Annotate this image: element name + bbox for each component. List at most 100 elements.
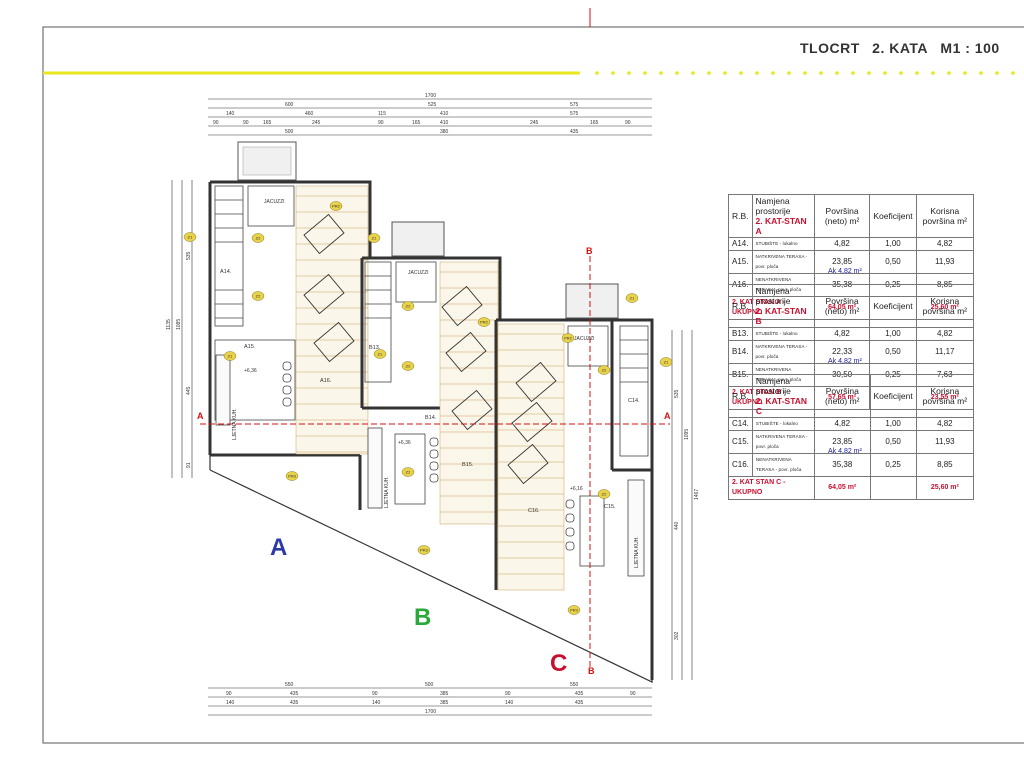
tbl-b-area-header: Površina (neto) m²: [813, 284, 871, 328]
marker-badge: [285, 471, 299, 481]
jacuzzi-b: JACUZZI: [408, 270, 429, 276]
tbl-a-area-header: Površina (neto) m²: [813, 194, 871, 238]
table-row: C16.NENATKRIVENA TERASA - povr. ploča 35…: [728, 453, 975, 477]
accent-dot: [803, 71, 807, 75]
accent-dot: [819, 71, 823, 75]
marker-badge-label: Z1: [228, 354, 233, 359]
unit-a-interior: [214, 185, 296, 426]
dim-bot-550a: 550: [285, 682, 294, 688]
marker-badge-label: PR3: [570, 608, 579, 613]
dim-top-600: 600: [285, 102, 294, 108]
accent-dot: [707, 71, 711, 75]
unit-a-walls: [208, 180, 372, 510]
dim-left-1135: 1135: [166, 319, 172, 330]
dim-right-1095: 1095: [684, 429, 690, 440]
section-markers: A A B B: [197, 246, 671, 676]
dim-top-115: 115: [378, 111, 386, 117]
marker-badge: [367, 233, 381, 243]
accent-dot: [675, 71, 679, 75]
marker-badge: [417, 545, 431, 555]
section-b-top: B: [586, 246, 593, 256]
accent-dot: [899, 71, 903, 75]
unit-c-roof-block: [565, 283, 619, 319]
marker-badge-label: PR3: [420, 548, 429, 553]
tbl-a-useful-header: Korisna površina m²: [915, 194, 975, 238]
dim-top-165a: 165: [263, 120, 272, 126]
dim-top-380: 380: [440, 129, 449, 135]
dim-right-1467: 1467: [694, 489, 700, 500]
unit-c-label: C: [550, 650, 568, 677]
tbl-b-useful-header: Korisna površina m²: [915, 284, 975, 328]
level-b: +6,36: [398, 440, 411, 446]
marker-badge: [477, 317, 491, 327]
marker-badge: [401, 361, 415, 371]
dim-bot-385b: 385: [440, 700, 449, 706]
section-a-left: A: [197, 411, 204, 421]
ak-b: Ak 4,82 m²: [828, 358, 862, 365]
accent-dot: [739, 71, 743, 75]
marker-badge-label: Z1: [630, 296, 635, 301]
room-a14: A14.: [220, 269, 232, 275]
marker-badge-label: Z1: [378, 352, 383, 357]
marker-badge-label: Z2: [602, 368, 607, 373]
unit-b-label: B: [414, 604, 432, 631]
accent-dot: [755, 71, 759, 75]
dim-bot-140b: 140: [372, 700, 381, 706]
sun-loungers: [303, 213, 557, 485]
dim-top-90d: 90: [625, 120, 631, 126]
level-a: +6,36: [244, 368, 257, 374]
section-b-bottom: B: [588, 666, 595, 676]
accent-dot: [659, 71, 663, 75]
tbl-a-coef-header: Koeficijent: [869, 194, 917, 238]
floor-plan: 1700 600 525 575 140 460 115 410 575 90 …: [166, 93, 700, 716]
sheet-frame: [42, 26, 1024, 744]
dim-bot-140a: 140: [226, 700, 235, 706]
accent-dot: [691, 71, 695, 75]
room-a16: A16.: [320, 378, 332, 384]
unit-c-wood-deck: [497, 323, 565, 591]
marker-badge-label: Z2: [406, 304, 411, 309]
unit-a-roof-block: [237, 141, 297, 181]
dim-bot-500: 500: [425, 682, 434, 688]
title-scale: M1 : 100: [940, 40, 1000, 56]
dim-bot-90d: 90: [630, 691, 636, 697]
dim-top-165b: 165: [412, 120, 421, 126]
accent-dot: [771, 71, 775, 75]
dimension-lines-bottom: [208, 687, 652, 716]
dim-bot-385: 385: [440, 691, 449, 697]
marker-badge-label: Z1: [188, 235, 193, 240]
accent-dot: [787, 71, 791, 75]
dim-left-1085: 1085: [176, 319, 182, 330]
dim-bot-435c: 435: [290, 700, 299, 706]
dim-top-165c: 165: [590, 120, 599, 126]
dim-bot-550b: 550: [570, 682, 579, 688]
room-b14: B14.: [425, 415, 437, 421]
dim-bot-140c: 140: [505, 700, 514, 706]
dim-top-140: 140: [226, 111, 235, 117]
accent-dot: [1011, 71, 1015, 75]
unit-a-label: A: [270, 534, 288, 561]
dim-top-total: 1700: [425, 93, 436, 99]
dim-top-90b: 90: [243, 120, 249, 126]
accent-dot: [963, 71, 967, 75]
dim-bot-90a: 90: [226, 691, 232, 697]
title-floor: 2. KATA: [872, 40, 929, 56]
site-boundary: [209, 469, 653, 683]
accent-dot: [611, 71, 615, 75]
dim-left-535: 535: [186, 251, 192, 260]
marker-badge: [567, 605, 581, 615]
marker-badge: [251, 233, 265, 243]
accent-dot: [851, 71, 855, 75]
marker-badge: [625, 293, 639, 303]
dim-bot-total: 1700: [425, 709, 436, 715]
dim-top-90c: 90: [378, 120, 384, 126]
room-c16: C16.: [528, 508, 540, 514]
header-accent-dots: [595, 71, 1015, 75]
tbl-a-rb-header: R.B.: [728, 194, 753, 238]
dim-left-445: 445: [186, 386, 192, 395]
dim-right-535: 535: [674, 389, 680, 398]
